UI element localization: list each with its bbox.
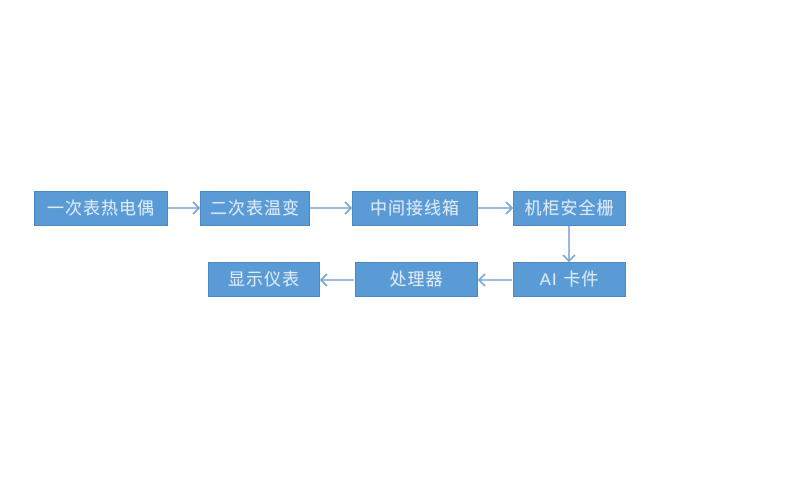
flowchart-node-n1[interactable]: 一次表热电偶 [34, 191, 168, 226]
flowchart-node-label: 一次表热电偶 [47, 199, 155, 218]
flowchart-node-label: 显示仪表 [228, 270, 300, 289]
flowchart-node-n5[interactable]: AI 卡件 [513, 262, 626, 297]
flowchart-node-label: 中间接线箱 [370, 199, 460, 218]
flowchart-node-label: AI 卡件 [539, 270, 600, 289]
flowchart-node-label: 机柜安全栅 [524, 199, 615, 218]
flowchart-node-n7[interactable]: 显示仪表 [208, 262, 320, 297]
flowchart-node-n3[interactable]: 中间接线箱 [352, 191, 478, 226]
flowchart-node-label: 二次表温变 [210, 199, 300, 218]
flowchart-node-n6[interactable]: 处理器 [355, 262, 478, 297]
flowchart-node-n2[interactable]: 二次表温变 [200, 191, 310, 226]
flowchart-node-n4[interactable]: 机柜安全栅 [513, 191, 626, 226]
flowchart-node-label: 处理器 [389, 270, 444, 289]
